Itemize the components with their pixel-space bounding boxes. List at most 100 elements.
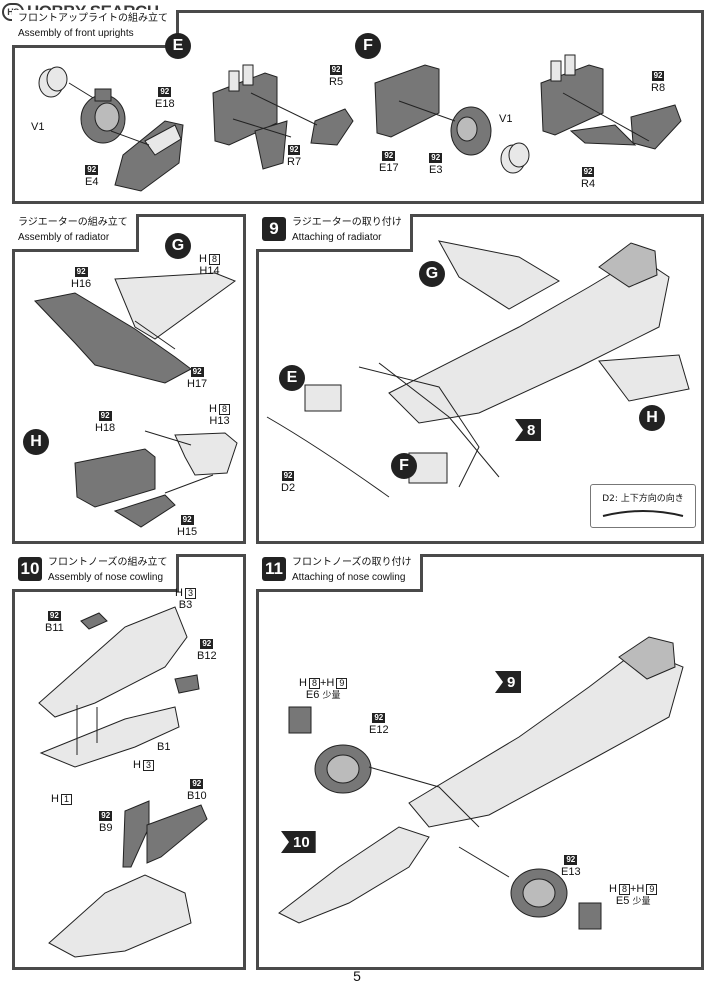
radiator-h-installed — [598, 354, 690, 402]
monocoque — [388, 256, 670, 424]
panel-step-10: 10 フロントノーズの組み立て Assembly of nose cowling… — [12, 554, 246, 970]
radiator-g-installed — [438, 240, 560, 310]
d2-shape — [602, 510, 684, 517]
title-jp: ラジエーターの組み立て — [18, 217, 128, 228]
b12-part — [174, 674, 200, 694]
h13-mesh — [174, 432, 238, 476]
nose-cowling-installed — [278, 826, 430, 924]
chassis-body — [408, 648, 684, 828]
title-jp: フロントアップライトの組み立て — [18, 13, 168, 24]
panel-title: 10 フロントノーズの組み立て Assembly of nose cowling — [12, 554, 179, 592]
d2-note-text: D2: 上下方向の向き — [602, 494, 684, 504]
subassembly-h-marker: H — [23, 429, 49, 455]
label-v1-right: V1 — [499, 113, 513, 125]
step-number: 9 — [262, 217, 286, 241]
subassembly-g-marker: G — [419, 261, 445, 287]
title-en: Assembly of nose cowling — [48, 572, 164, 583]
subassembly-h-marker: H — [639, 405, 665, 431]
panel-title: 9 ラジエーターの取り付け Attaching of radiator — [256, 214, 413, 252]
subassembly-f-marker: F — [391, 453, 417, 479]
d2-orientation-note: D2: 上下方向の向き — [590, 484, 696, 528]
subassembly-e-marker: E — [279, 365, 305, 391]
b3-nose-top — [38, 606, 188, 718]
airbox — [618, 636, 676, 680]
h15-bracket — [113, 494, 176, 528]
chassis-radiator-illustration — [266, 240, 690, 498]
panel-step-9: 9 ラジエーターの取り付け Attaching of radiator G E … — [256, 214, 704, 544]
title-en: Assembly of radiator — [18, 232, 110, 243]
r4-part — [569, 124, 637, 146]
uprights-illustration — [38, 54, 682, 192]
v1-collar-left — [38, 66, 68, 98]
ref-step-9: 9 — [495, 671, 522, 693]
tyre-right — [510, 868, 568, 918]
b1-nose-bottom — [39, 706, 180, 768]
label-b1: B1 — [157, 741, 171, 753]
ref-step-10: 10 — [281, 831, 316, 853]
page-number: 5 — [353, 968, 361, 984]
title-en: Attaching of radiator — [292, 232, 382, 243]
b11-part — [80, 612, 108, 630]
e5-wheel-part — [578, 902, 602, 930]
subassembly-g-marker: G — [165, 233, 191, 259]
b10-part — [146, 804, 208, 864]
tyre-left — [314, 744, 372, 794]
ref-step-8: 8 — [515, 419, 542, 441]
nose-completed — [48, 874, 192, 958]
step-number: 10 — [18, 557, 42, 581]
airbox — [598, 242, 658, 288]
title-jp: フロントノーズの取り付け — [292, 557, 412, 568]
panel-title: ラジエーターの組み立て Assembly of radiator — [12, 214, 139, 252]
title-jp: ラジエーターの取り付け — [292, 217, 402, 228]
nose-attach-illustration — [278, 636, 684, 930]
e6-wheel-part — [288, 706, 312, 734]
b9-part — [122, 800, 150, 868]
subassembly-e-marker: E — [165, 33, 191, 59]
h18-duct — [74, 448, 156, 508]
label-v1-left: V1 — [31, 121, 45, 133]
h14-radiator-cover — [114, 272, 237, 340]
r-upright-right — [540, 64, 604, 136]
upright-e-hub — [80, 88, 126, 144]
upright-e-installed — [304, 384, 342, 412]
panel-title: 11 フロントノーズの取り付け Attaching of nose cowlin… — [256, 554, 423, 592]
nose-assembly-illustration — [38, 606, 208, 958]
subassembly-f-marker: F — [355, 33, 381, 59]
upright-f-hub — [450, 106, 492, 156]
d2-rod — [266, 416, 390, 498]
radiator-illustration — [34, 272, 238, 528]
title-en: Attaching of nose cowling — [292, 572, 406, 583]
r5-part — [310, 108, 354, 146]
title-jp: フロントノーズの組み立て — [48, 557, 168, 568]
panel-title: フロントアップライトの組み立て Assembly of front uprigh… — [12, 10, 179, 48]
panel-step-11: 11 フロントノーズの取り付け Attaching of nose cowlin… — [256, 554, 704, 970]
v1-collar-right — [500, 142, 530, 174]
title-en: Assembly of front uprights — [18, 28, 134, 39]
r8-part — [630, 104, 682, 150]
